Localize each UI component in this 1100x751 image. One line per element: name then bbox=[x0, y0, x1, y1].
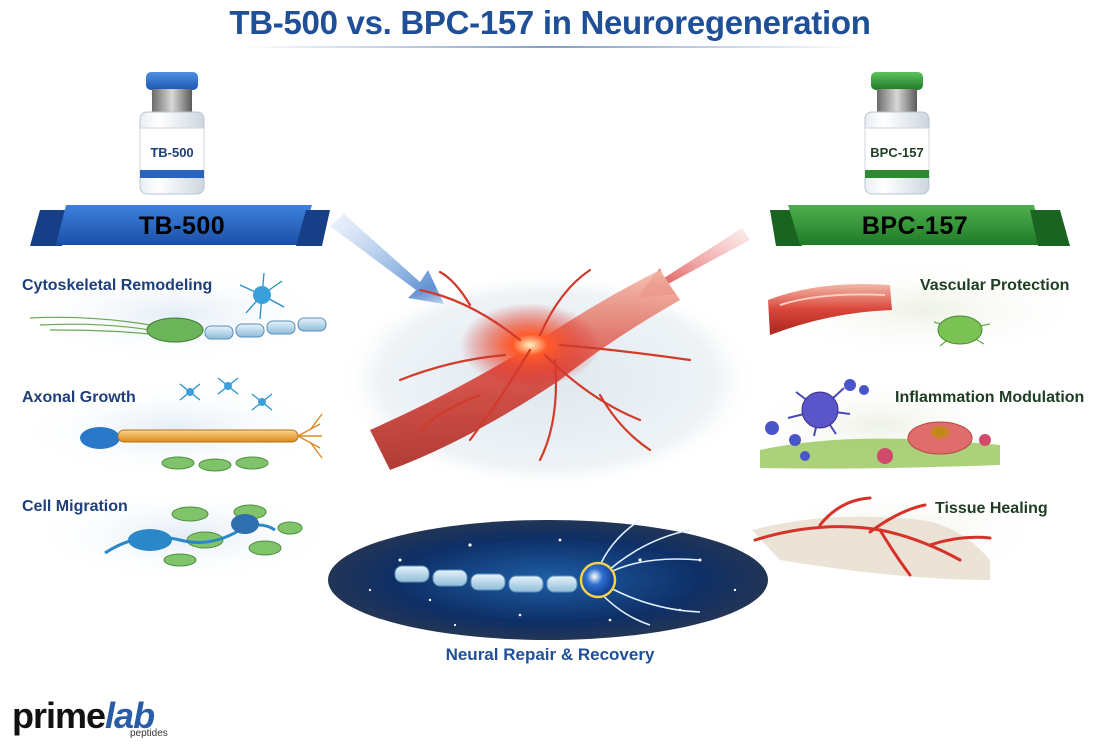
vial-neck bbox=[877, 89, 917, 113]
brand-logo: primelab peptides bbox=[12, 695, 168, 740]
migrating-cell-body bbox=[231, 514, 259, 534]
injury-site bbox=[460, 303, 600, 387]
panel-axonal-growth: Axonal Growth bbox=[10, 377, 340, 480]
axon-terminals bbox=[297, 413, 323, 459]
blue-arrow bbox=[330, 214, 444, 304]
bpc157-banner: BPC-157 bbox=[770, 205, 1070, 246]
page-title: TB-500 vs. BPC-157 in Neuroregeneration bbox=[229, 4, 871, 41]
panel-tissue-healing: Tissue Healing bbox=[750, 487, 1050, 583]
vial-cap bbox=[871, 72, 923, 90]
migrating-cells bbox=[163, 504, 303, 567]
bpc157-vial: BPC-157 bbox=[864, 72, 930, 195]
tb500-vial: TB-500 bbox=[139, 72, 205, 195]
title-underline bbox=[240, 46, 860, 48]
item-label: Inflammation Modulation bbox=[895, 389, 1084, 406]
item-label: Vascular Protection bbox=[920, 277, 1069, 294]
brand-subtitle: peptides bbox=[130, 728, 168, 739]
vial-label-area bbox=[864, 127, 930, 177]
banner-label: TB-500 bbox=[139, 212, 225, 240]
small-astrocyte-icons bbox=[179, 377, 273, 411]
inflamed-cell-nucleus bbox=[931, 426, 949, 438]
panel-vascular-protection: Vascular Protection bbox=[755, 258, 1095, 362]
dendrite-branches bbox=[398, 268, 692, 462]
vial-stripe bbox=[140, 170, 204, 178]
growing-axon bbox=[117, 429, 299, 443]
astrocyte-body bbox=[253, 286, 271, 304]
item-label: Tissue Healing bbox=[935, 500, 1048, 517]
vial-label-area bbox=[139, 127, 205, 177]
vial-stripe bbox=[865, 170, 929, 178]
brand-word-lab: lab bbox=[105, 695, 155, 736]
cytokine-spheres bbox=[765, 379, 869, 461]
growth-cone-cell bbox=[146, 317, 204, 343]
neuron-soma bbox=[579, 561, 617, 599]
immune-cell bbox=[801, 391, 839, 429]
myelinated-axon bbox=[394, 565, 578, 593]
vial-neck bbox=[152, 89, 192, 113]
regenerating-vessels bbox=[753, 496, 992, 577]
vial-cap bbox=[146, 72, 198, 90]
brand-word-prime: prime bbox=[12, 695, 106, 736]
support-cells bbox=[161, 456, 269, 472]
neural-repair-label: Neural Repair & Recovery bbox=[445, 645, 655, 664]
neurite-fibers bbox=[29, 316, 151, 335]
panel-cytoskeletal-remodeling: Cytoskeletal Remodeling bbox=[15, 265, 335, 365]
astrocyte-icon bbox=[239, 272, 285, 320]
neuron-body bbox=[80, 427, 120, 449]
neural-repair-illustration bbox=[328, 519, 768, 640]
item-label: Axonal Growth bbox=[22, 389, 136, 406]
item-label: Cell Migration bbox=[22, 498, 128, 515]
migrating-cell-body bbox=[128, 529, 172, 551]
panel-cell-migration: Cell Migration bbox=[22, 487, 345, 583]
injured-nerve-illustration bbox=[338, 268, 758, 490]
axon-segments bbox=[204, 317, 327, 340]
protected-cell bbox=[937, 315, 983, 345]
vial-label: BPC-157 bbox=[870, 145, 923, 160]
red-spheres bbox=[877, 434, 991, 464]
banner-label: BPC-157 bbox=[862, 212, 968, 240]
brand-wordmark: primelab bbox=[12, 695, 155, 736]
panel-inflammation-modulation: Inflammation Modulation bbox=[740, 377, 1084, 473]
item-label: Cytoskeletal Remodeling bbox=[22, 277, 212, 294]
tb500-banner: TB-500 bbox=[30, 205, 330, 246]
vial-label: TB-500 bbox=[150, 145, 193, 160]
tissue-bed bbox=[752, 516, 990, 580]
blood-vessel bbox=[768, 284, 892, 335]
